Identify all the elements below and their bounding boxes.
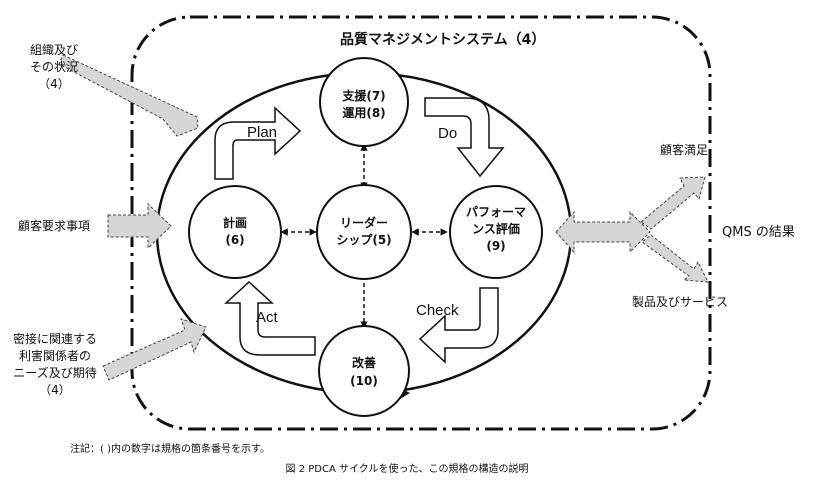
interested-parties-line4: （4） <box>39 383 71 397</box>
qms-boundary <box>130 15 712 431</box>
note-text: 注記：( )内の数字は規格の箇条番号を示す。 <box>70 442 270 455</box>
support-circle <box>319 57 409 147</box>
improvement-label-line1: 改善 <box>352 355 376 370</box>
products-services-output-arrow <box>641 234 709 283</box>
leadership-label-line2: シップ(5) <box>336 232 391 247</box>
customer-satisfaction-output-arrow <box>640 176 706 230</box>
evaluation-circle <box>449 185 543 279</box>
qms-result-output-arrow <box>555 210 651 254</box>
org-context-line1: 組織及び <box>30 43 78 57</box>
plan-label: Plan <box>247 124 277 141</box>
do-arrow <box>424 97 505 178</box>
planning-label-line1: 計画 <box>223 215 247 230</box>
act-arrow <box>224 280 316 356</box>
check-arrow <box>418 287 499 364</box>
interested-parties-line1: 密接に関連する <box>13 331 97 346</box>
org-context-line2: その状況 <box>30 59 78 74</box>
act-label: Act <box>256 309 279 326</box>
improvement-circle <box>318 325 410 417</box>
support-label-line2: 運用(8) <box>342 106 385 120</box>
customer-satisfaction-label: 顧客満足 <box>660 142 708 157</box>
customer-requirements-label: 顧客要求事項 <box>18 218 90 233</box>
products-services-label: 製品及びサービス <box>632 295 728 309</box>
org-context-line3: （4） <box>38 77 70 91</box>
qms-title: 品質マネジメントシステム（4） <box>340 31 545 48</box>
evaluation-label-line2: ンス評価 <box>472 221 520 236</box>
org-context-input-arrow <box>58 54 199 137</box>
leadership-label-line1: リーダー <box>340 215 388 230</box>
evaluation-label-line1: パフォーマ <box>466 205 526 219</box>
customer-requirements-input-arrow <box>107 202 172 250</box>
plan-arrow <box>214 106 302 180</box>
figure-caption: 図 2 PDCA サイクルを使った、この規格の構造の説明 <box>286 462 529 475</box>
interested-parties-input-arrow <box>102 318 207 381</box>
evaluation-label-line3: (9) <box>486 239 505 253</box>
planning-label-line2: (6) <box>225 233 244 247</box>
improvement-label-line2: (10) <box>350 374 378 388</box>
support-label-line1: 支援(7) <box>341 88 385 103</box>
qms-result-label: QMS の結果 <box>722 225 795 240</box>
do-label: Do <box>438 125 457 142</box>
interested-parties-line3: ニーズ及び期待 <box>13 365 96 380</box>
check-label: Check <box>416 302 459 319</box>
interested-parties-line2: 利害関係者の <box>19 348 91 363</box>
leadership-circle <box>316 184 412 280</box>
planning-circle <box>188 185 282 279</box>
